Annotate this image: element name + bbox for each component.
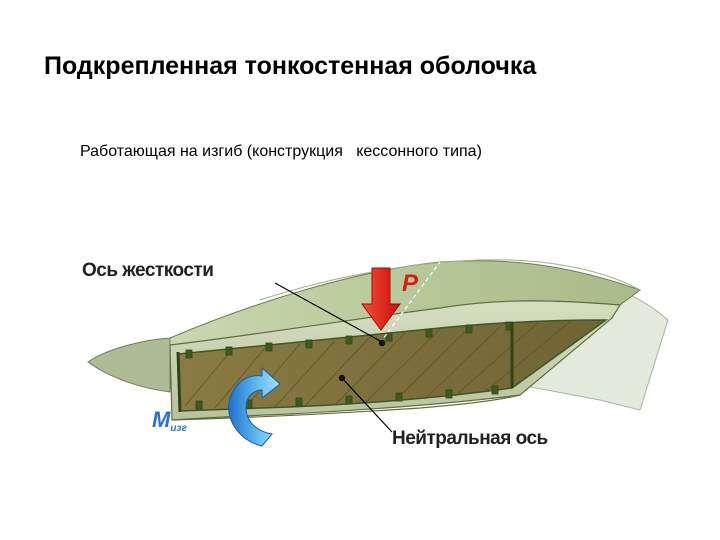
moment-arrow <box>228 366 281 447</box>
stiffness-axis-point <box>378 339 386 347</box>
neutral-axis-leader <box>341 377 393 433</box>
neutral-axis-label: Нейтральная ось <box>392 428 548 449</box>
stringers <box>185 321 513 410</box>
leading-edge-nose <box>87 337 171 393</box>
neutral-axis-point <box>338 374 346 382</box>
top-skin-back <box>259 259 641 301</box>
moment-label: Mизг <box>152 407 188 434</box>
slide-subtitle: Работающая на изгиб (конструкция кессонн… <box>80 143 482 160</box>
front-spar <box>176 351 182 413</box>
slide-title: Подкрепленная тонкостенная оболочка <box>44 52 537 80</box>
moment-label-sub: изг <box>170 423 187 434</box>
cavity-hatching <box>184 319 573 409</box>
moment-label-main: M <box>152 407 171 432</box>
force-label: P <box>402 270 419 297</box>
box-cavity <box>177 319 609 412</box>
force-arrow <box>361 267 401 331</box>
bottom-skin <box>171 394 521 421</box>
stiffness-axis-leader <box>274 282 383 343</box>
force-line-of-action <box>379 261 441 344</box>
stiffness-axis-label: Ось жесткости <box>82 260 213 281</box>
